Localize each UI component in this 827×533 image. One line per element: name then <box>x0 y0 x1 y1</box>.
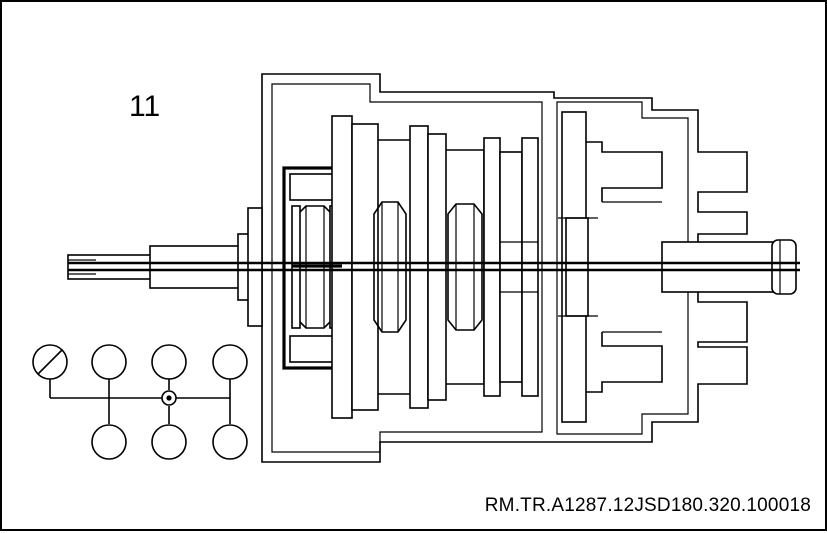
figure-number: 11 <box>129 90 161 123</box>
shift-position-top-2 <box>91 344 127 380</box>
shift-position-bottom-2 <box>151 424 187 460</box>
shift-position-top-4 <box>212 344 248 380</box>
output-shaft-end <box>771 239 797 295</box>
reference-code: RM.TR.A1287.12JSD180.320.100018 <box>484 495 811 516</box>
main-shaft <box>68 261 800 272</box>
input-shaft <box>67 207 263 327</box>
shift-neutral-dot <box>166 395 172 401</box>
transmission-case <box>261 73 748 463</box>
shift-position-top-3 <box>151 344 187 380</box>
shift-pattern <box>32 344 248 460</box>
shift-position-bottom-3 <box>212 424 248 460</box>
shift-position-bottom-1 <box>91 424 127 460</box>
gear-stack <box>331 115 539 419</box>
rear-gear-section <box>558 111 775 423</box>
